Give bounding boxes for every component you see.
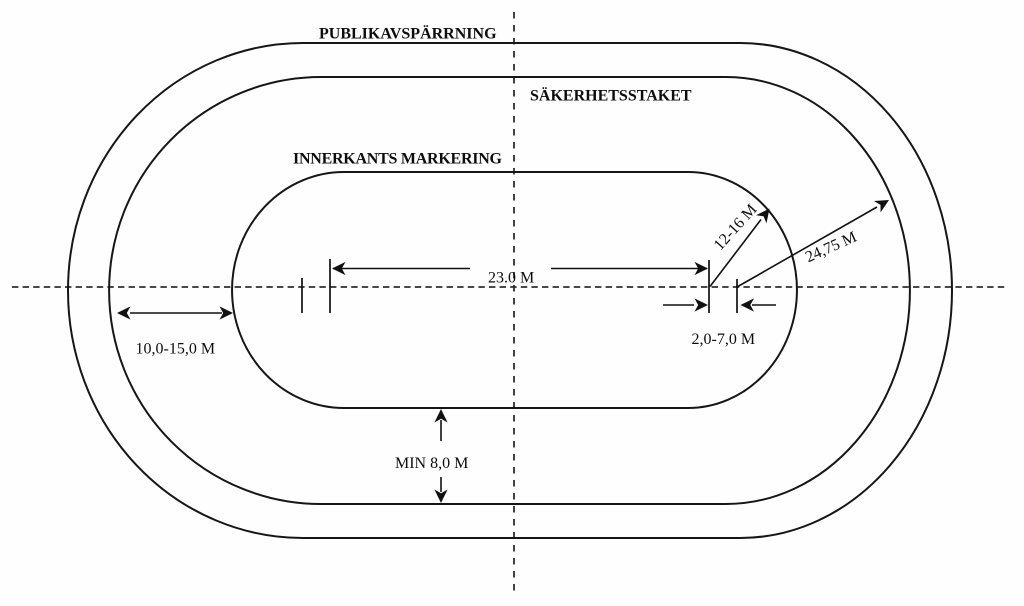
svg-text:23.0 M: 23.0 M	[488, 270, 534, 287]
svg-text:INNERKANTS MARKERING: INNERKANTS MARKERING	[293, 150, 503, 167]
svg-text:12-16 M: 12-16 M	[711, 201, 761, 254]
svg-text:10,0-15,0 M: 10,0-15,0 M	[136, 341, 216, 358]
svg-text:24,75 M: 24,75 M	[803, 229, 859, 267]
svg-text:MIN 8,0 M: MIN 8,0 M	[395, 455, 468, 472]
svg-text:SÄKERHETSSTAKET: SÄKERHETSSTAKET	[530, 87, 692, 105]
svg-text:PUBLIKAVSPÄRRNING: PUBLIKAVSPÄRRNING	[319, 25, 497, 43]
svg-text:2,0-7,0 M: 2,0-7,0 M	[692, 331, 756, 348]
